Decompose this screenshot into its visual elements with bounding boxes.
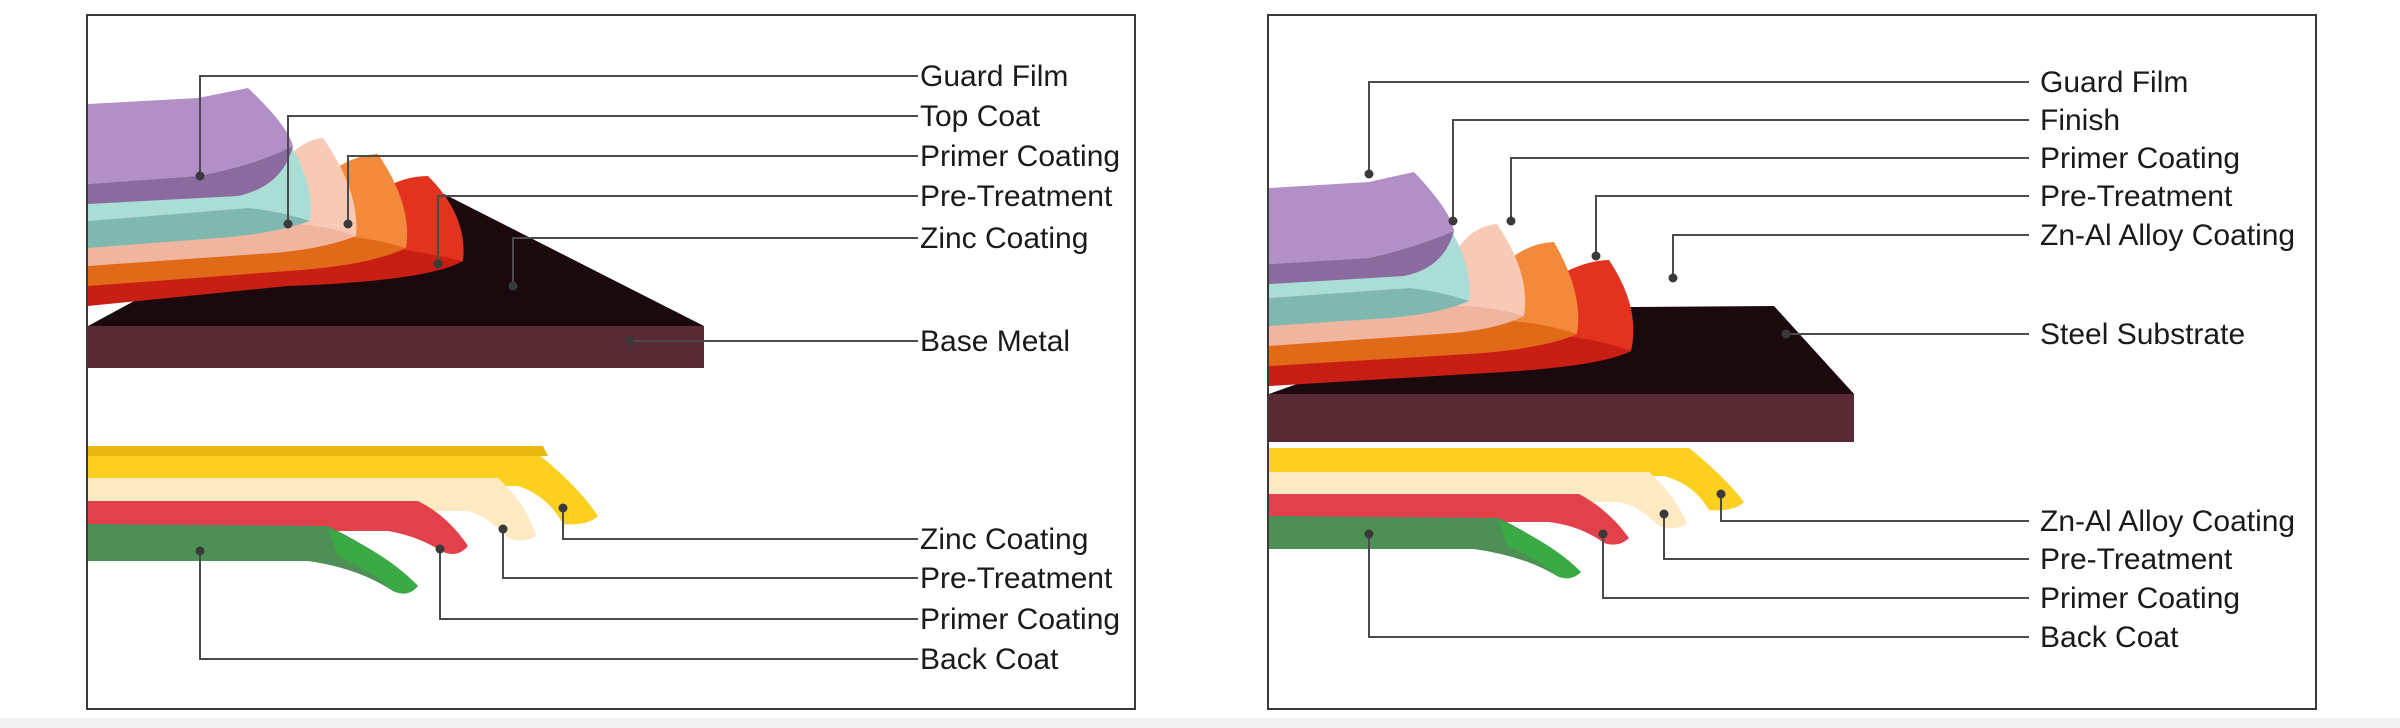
label-primer-coating: Primer Coating: [2040, 142, 2241, 175]
label-primer-coating: Primer Coating: [920, 140, 1121, 173]
right-layer-illustration: [1269, 81, 2029, 638]
label-bottom-primer-coating: Primer Coating: [920, 603, 1121, 636]
left-leader-lines: [199, 75, 918, 660]
label-base-metal: Base Metal: [920, 325, 1071, 358]
label-back-coat: Back Coat: [920, 643, 1059, 676]
left-layer-illustration: [88, 75, 918, 660]
primer-coating-layer: [88, 219, 356, 266]
label-pre-treatment: Pre-Treatment: [920, 180, 1113, 213]
label-guard-film: Guard Film: [920, 60, 1069, 93]
right-guard-film-top: [1269, 172, 1454, 264]
left-diagram-panel: Guard Film Top Coat Primer Coating Pre-T…: [86, 14, 1136, 710]
right-leader-lines: [1368, 81, 2029, 638]
label-finish: Finish: [2040, 104, 2121, 137]
steel-substrate-front-face: [1269, 394, 1854, 442]
label-bottom-pre-treatment: Pre-Treatment: [2040, 543, 2233, 576]
bottom-strip: [0, 718, 2400, 728]
label-pre-treatment: Pre-Treatment: [2040, 180, 2233, 213]
base-metal-front-face: [88, 326, 704, 368]
guard-film-layer: [88, 146, 293, 204]
right-leader-dots: [1364, 169, 1791, 539]
label-top-coat: Top Coat: [920, 100, 1041, 133]
left-leader-dots: [195, 171, 635, 556]
right-back-coat-green: [1499, 520, 1581, 579]
bottom-zinc-edge: [88, 446, 548, 456]
guard-film-top: [88, 88, 293, 184]
label-bottom-primer-coating: Primer Coating: [2040, 582, 2241, 615]
bottom-zinc-coating-layer: [88, 454, 598, 525]
finish-layer: [1269, 284, 1469, 326]
right-bottom-zn-al-layer: [1269, 448, 1744, 511]
right-diagram-panel: Guard Film Finish Primer Coating Pre-Tre…: [1267, 14, 2317, 710]
label-steel-substrate: Steel Substrate: [2040, 318, 2246, 351]
label-zinc-coating: Zinc Coating: [920, 222, 1089, 255]
label-guard-film: Guard Film: [2040, 66, 2189, 99]
back-coat-green: [328, 528, 418, 594]
label-zn-al-alloy-coating: Zn-Al Alloy Coating: [2040, 219, 2296, 252]
top-coat-layer: [88, 204, 310, 248]
label-bottom-zinc-coating: Zinc Coating: [920, 523, 1089, 556]
label-bottom-pre-treatment: Pre-Treatment: [920, 562, 1113, 595]
right-pre-treatment-layer: [1269, 316, 1577, 366]
label-back-coat: Back Coat: [2040, 621, 2179, 654]
right-guard-film-layer: [1269, 231, 1454, 284]
label-bottom-zn-al-alloy-coating: Zn-Al Alloy Coating: [2040, 505, 2296, 538]
